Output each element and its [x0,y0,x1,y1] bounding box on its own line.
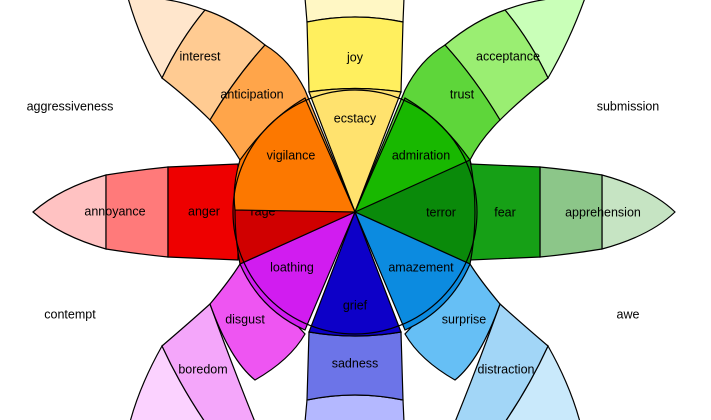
petal-anticipation: interest anticipation vigilance [127,0,357,214]
petal-surprise-inner-segment [353,210,471,331]
label-annoyance: annoyance [84,204,145,218]
label-trust: trust [450,87,475,101]
label-apprehension: apprehension [565,205,641,219]
inner-ring-outline [232,89,478,335]
dyad-aggressiveness: aggressiveness [27,99,114,113]
petal-sadness-inner-segment [308,210,402,337]
label-admiration: admiration [392,148,450,162]
label-terror: terror [426,205,456,219]
label-vigilance: vigilance [267,148,316,162]
dyad-contempt: contempt [44,307,96,321]
petal-surprise-outer-segment [455,302,549,420]
petal-sadness: sadness grief [304,210,405,420]
petal-surprise-middle-segment [404,263,501,381]
label-joy: joy [346,50,364,64]
petal-disgust-middle-segment [209,263,306,381]
label-amazement: amazement [388,260,454,274]
label-disgust: disgust [225,312,265,326]
label-surprise: surprise [442,312,487,326]
petal-fear: apprehension fear terror [353,159,676,265]
petal-anger-outer-segment [105,166,169,258]
label-acceptance: acceptance [476,49,540,63]
dyad-submission: submission [597,99,660,113]
petal-fear-outer-segment [539,166,603,258]
dyad-awe: awe [617,307,640,321]
label-grief: grief [343,298,368,312]
label-interest: interest [180,49,222,63]
petal-surprise: distraction surprise amazement [353,210,581,420]
petal-joy: joy ecstacy [304,0,405,214]
label-anticipation: anticipation [220,87,283,101]
label-loathing: loathing [270,260,314,274]
label-distraction: distraction [478,362,535,376]
petal-joy-inner-segment [308,87,402,214]
label-ecstacy: ecstacy [334,111,377,125]
petal-sadness-outer-segment [304,394,405,420]
petal-disgust: boredom disgust loathing [129,210,357,420]
label-anger: anger [188,204,220,218]
petal-fear-inner-segment [353,159,476,265]
label-sadness: sadness [332,356,379,370]
petal-anger-outermost-segment [32,174,107,250]
petal-fear-outermost-segment [601,174,676,250]
label-boredom: boredom [178,362,227,376]
petal-disgust-inner-segment [239,210,357,331]
label-fear: fear [494,205,516,219]
petal-disgust-outer-segment [161,302,255,420]
